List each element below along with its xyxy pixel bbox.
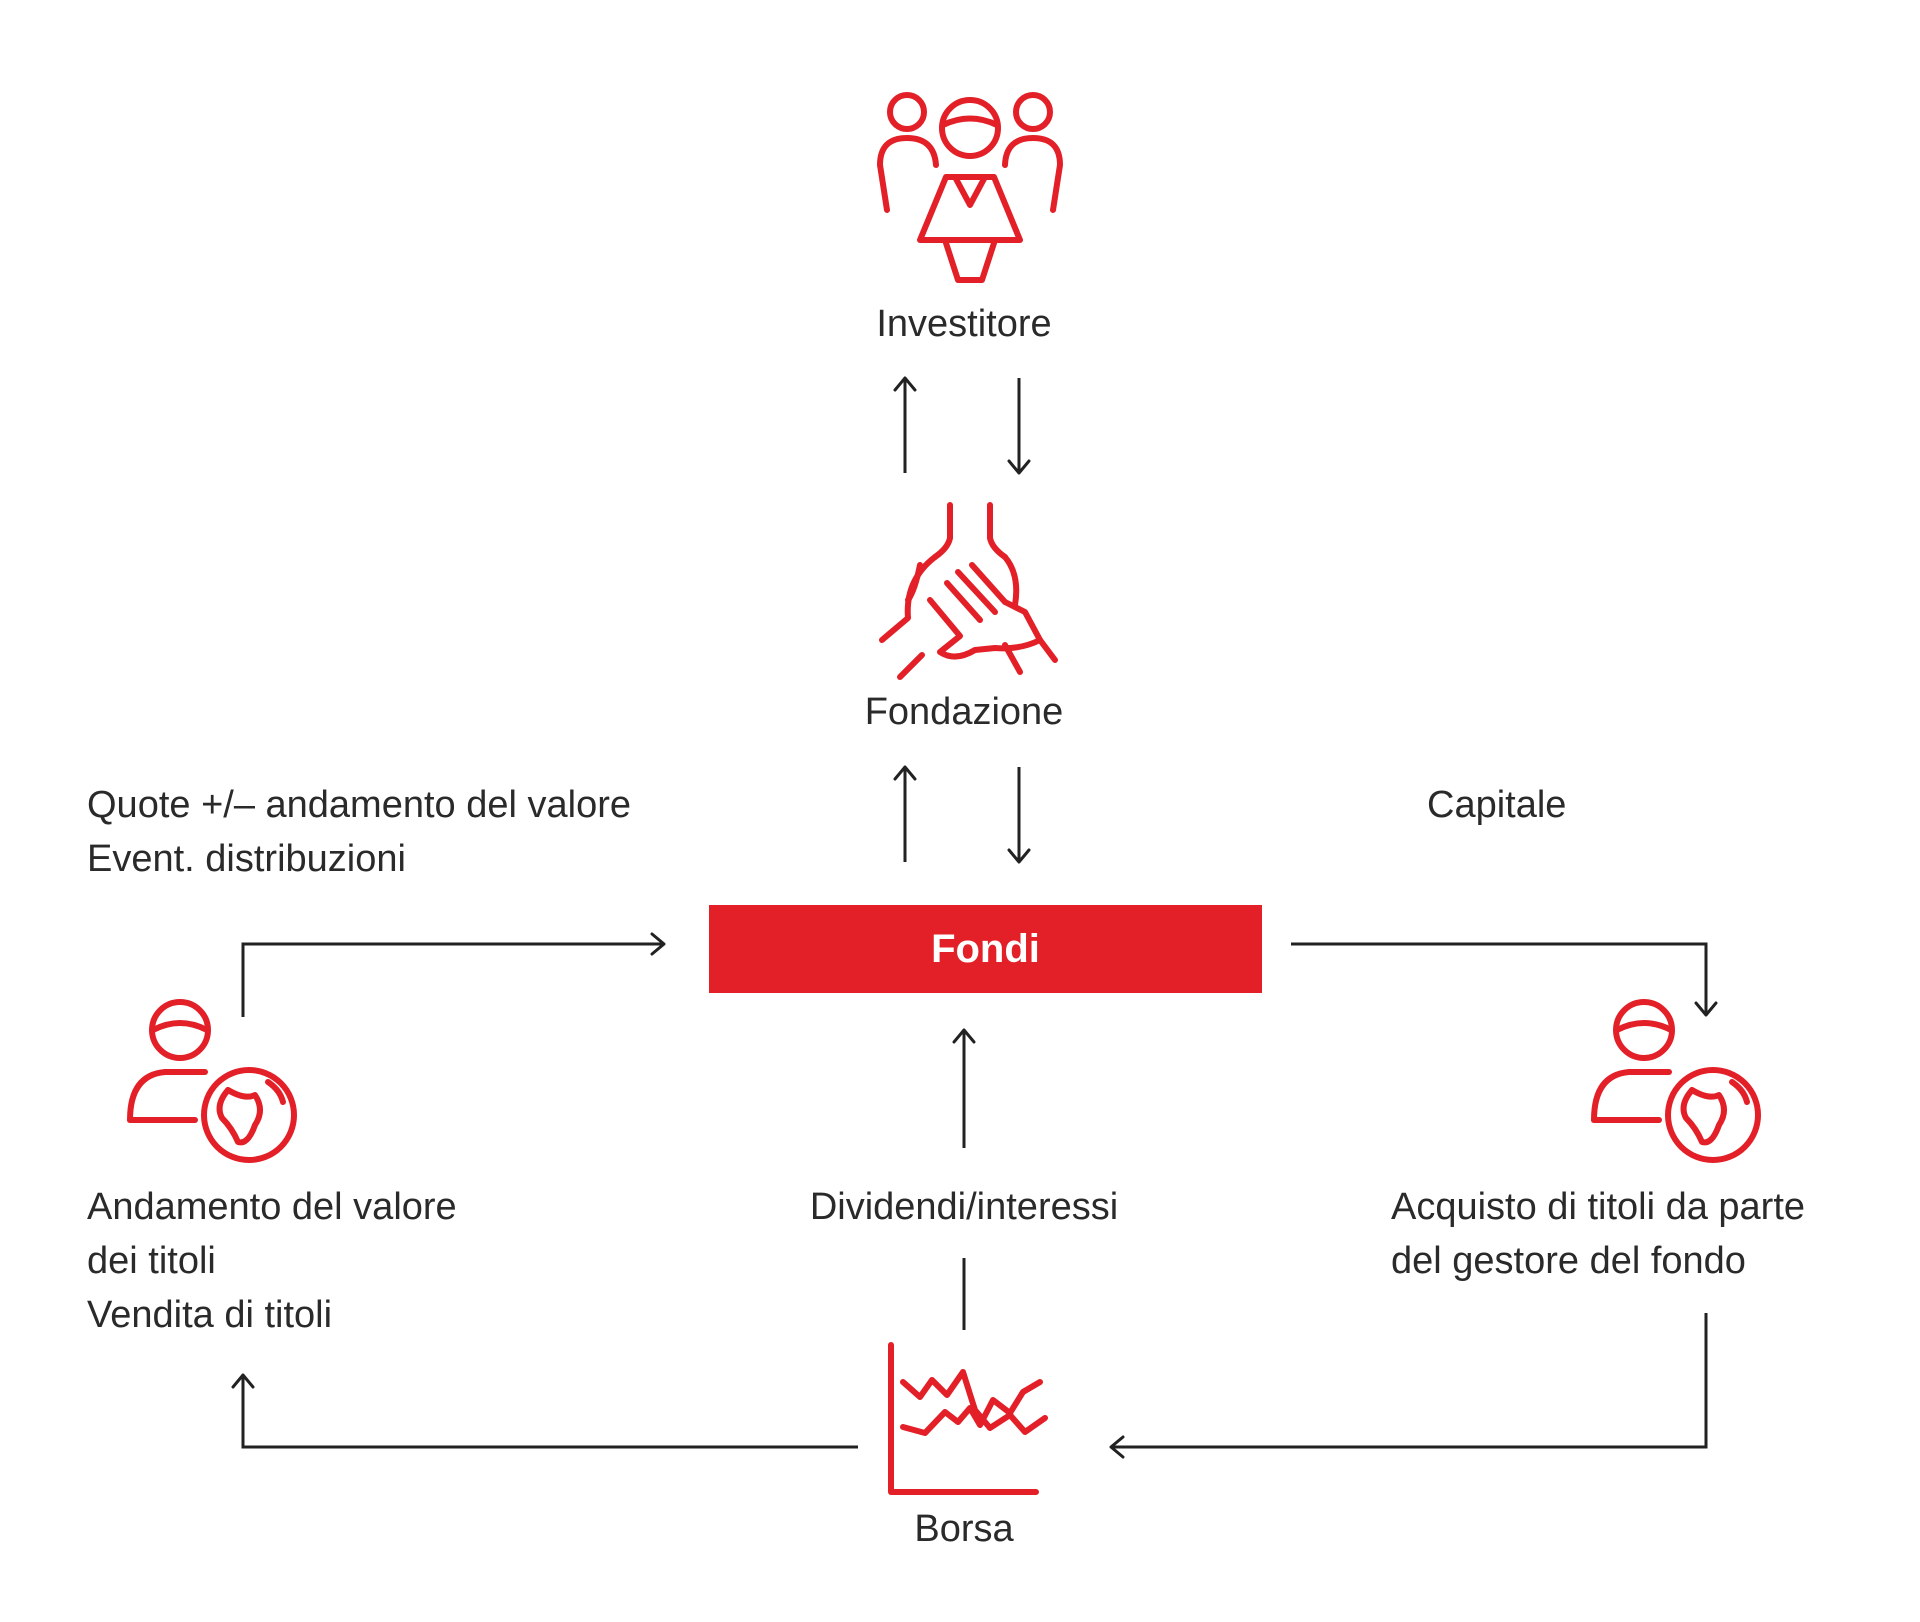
node-dividendi-label: Dividendi/interessi — [809, 1186, 1119, 1228]
node-fondazione-label: Fondazione — [864, 691, 1064, 733]
node-borsa-label: Borsa — [914, 1508, 1014, 1550]
right-top-line-1: Capitale — [1427, 784, 1567, 826]
left-bottom-line-1: Andamento del valore — [87, 1186, 457, 1228]
left-top-text: Quote +/– andamento del valore Event. di… — [87, 778, 631, 886]
right-bottom-line-1: Acquisto di titoli da parte — [1391, 1186, 1806, 1228]
left-bottom-line-2: dei titoli — [87, 1240, 216, 1282]
stock-chart-icon — [888, 1342, 1048, 1495]
left-top-line-1: Quote +/– andamento del valore — [87, 784, 631, 826]
left-bottom-line-3: Vendita di titoli — [87, 1294, 333, 1336]
left-top-line-2: Event. distribuzioni — [87, 838, 406, 880]
connectors — [231, 376, 1718, 1459]
node-fondi-label: Fondi — [931, 926, 1040, 971]
investor-globe-icon — [127, 999, 297, 1163]
people-group-icon — [877, 92, 1063, 283]
node-fondi: Fondi — [709, 905, 1262, 993]
node-investitore-label: Investitore — [876, 303, 1052, 345]
left-bottom-text: Andamento del valore dei titoli Vendita … — [87, 1180, 457, 1342]
right-top-text: Capitale — [1427, 778, 1566, 832]
investor-globe-icon — [1591, 999, 1761, 1163]
hands-support-icon — [879, 502, 1058, 680]
right-bottom-text: Acquisto di titoli da parte del gestore … — [1391, 1180, 1805, 1288]
right-bottom-line-2: del gestore del fondo — [1391, 1240, 1746, 1282]
